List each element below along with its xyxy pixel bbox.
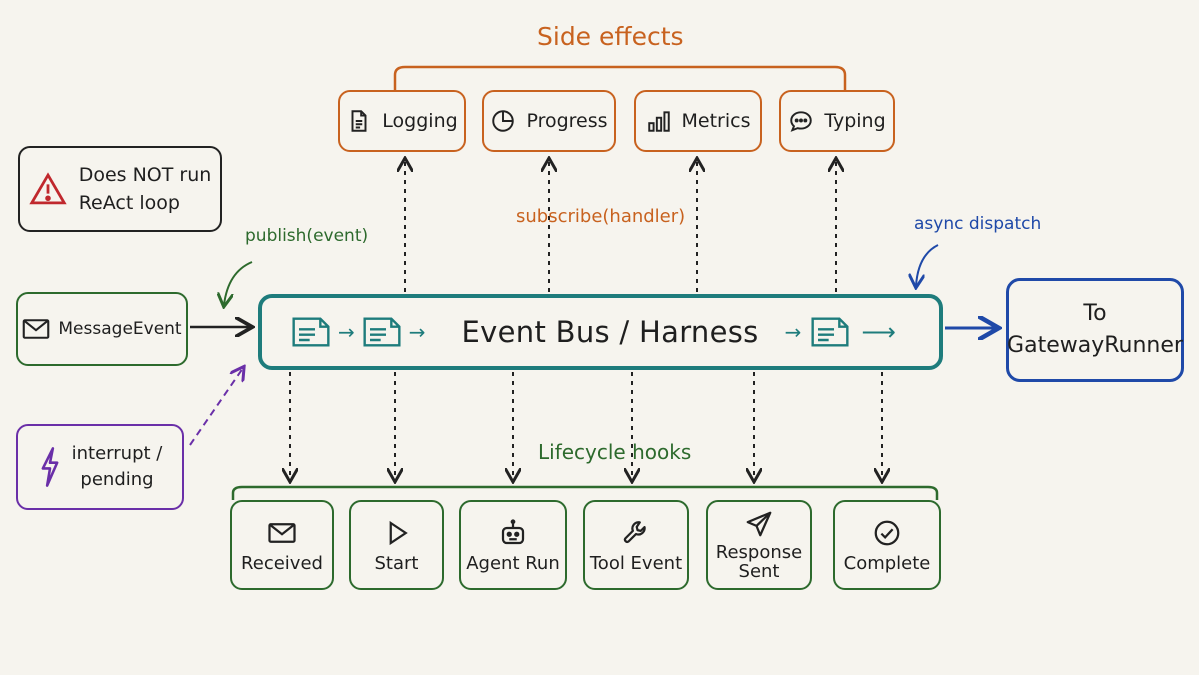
hook-label: Response Sent [715,542,803,582]
flow-arrow-icon: → [408,320,426,344]
chat-bubble-icon [790,111,813,132]
hook-received[interactable]: Received [230,500,334,590]
lifecycle-brace [231,485,939,500]
lightning-icon [41,447,59,487]
interrupt-pending-box[interactable]: interrupt / pending [16,424,184,510]
warning-icon [29,172,67,205]
paper-plane-icon [746,511,772,537]
hook-label: Start [374,552,419,574]
hook-agent-run[interactable]: Agent Run [459,500,567,590]
side-effects-title: Side effects [537,22,684,51]
interrupt-line-1: interrupt / [71,443,163,464]
event-doc-icon [363,317,401,347]
hook-label: Tool Event [589,552,683,574]
subscribe-label: subscribe(handler) [516,206,686,227]
publish-curve-arrow [224,261,253,305]
flow-arrow-icon: → [338,320,355,344]
message-event-box[interactable]: MessageEvent [16,292,188,366]
side-effect-typing[interactable]: Typing [779,90,895,152]
side-effect-progress[interactable]: Progress [482,90,616,152]
hook-start[interactable]: Start [349,500,444,590]
hook-label: Agent Run [466,552,560,574]
message-event-label: MessageEvent [58,319,182,339]
side-effect-label: Progress [526,110,608,132]
side-effect-label: Typing [824,110,886,132]
interrupt-line-2: pending [80,469,154,490]
wrench-icon [623,520,646,543]
flow-arrow-icon: → [784,320,802,344]
side-effect-logging[interactable]: Logging [338,90,466,152]
envelope-icon [268,522,296,543]
event-bus-title: Event Bus / Harness [461,315,759,349]
hook-label: Received [241,552,323,574]
side-effect-label: Metrics [681,110,751,132]
gateway-line-1: To [1083,301,1107,326]
document-icon [351,110,367,132]
play-icon [389,520,408,545]
warning-line-2: ReAct loop [78,192,180,214]
hook-response-sent[interactable]: Response Sent [706,500,812,590]
hook-label: Complete [843,552,931,574]
pie-chart-icon [492,110,515,132]
envelope-icon [23,319,50,339]
event-bus-harness[interactable]: → → Event Bus / Harness → ⟶ [258,294,943,370]
gateway-runner-box[interactable]: To GatewayRunner [1006,278,1184,382]
side-effect-label: Logging [382,110,458,132]
interrupt-to-bus-arrow [189,368,243,446]
bar-chart-icon [647,111,670,132]
async-curve-arrow [916,244,939,286]
flow-arrow-icon: ⟶ [861,318,896,346]
warning-note: Does NOT run ReAct loop [18,146,222,232]
gateway-line-2: GatewayRunner [1007,333,1183,358]
lifecycle-title: Lifecycle hooks [538,440,692,464]
check-circle-icon [874,520,900,545]
event-doc-icon [292,317,330,347]
hook-complete[interactable]: Complete [833,500,941,590]
publish-label: publish(event) [245,226,369,246]
warning-line-1: Does NOT run [78,164,212,186]
side-effects-brace [393,65,847,90]
hook-tool-event[interactable]: Tool Event [583,500,689,590]
event-doc-icon [811,317,849,347]
robot-icon [501,518,525,544]
async-dispatch-label: async dispatch [914,214,1042,234]
side-effect-metrics[interactable]: Metrics [634,90,762,152]
